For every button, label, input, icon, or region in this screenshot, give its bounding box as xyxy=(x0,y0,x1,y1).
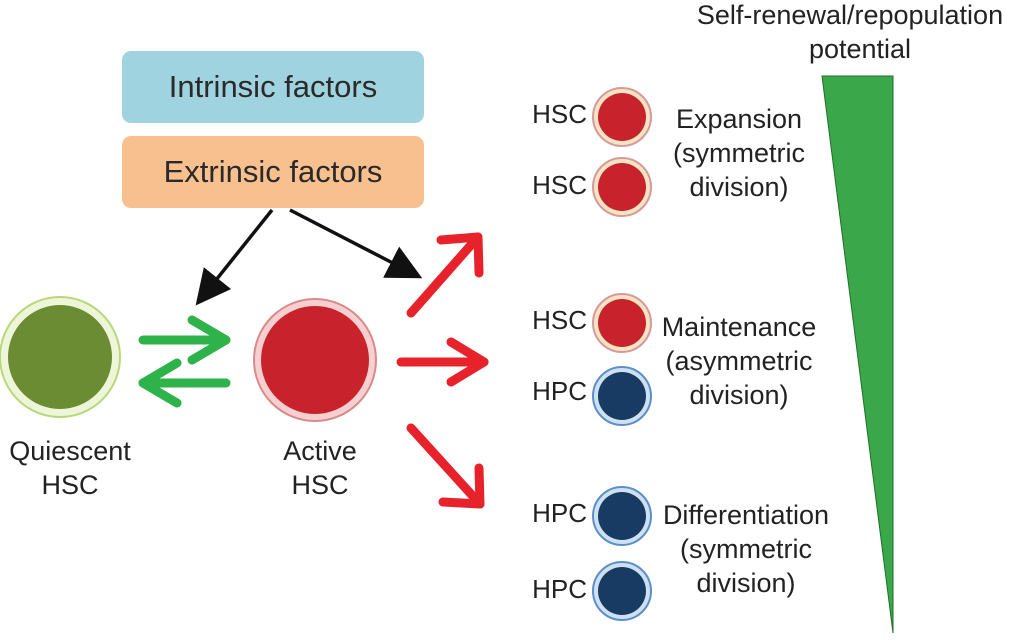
intrinsic-factors-box: Intrinsic factors xyxy=(122,51,424,123)
differentiation-arrow-icon xyxy=(406,423,485,509)
maintenance-cell-label-1: HSC xyxy=(532,305,587,335)
quiescent-label-line2: HSC xyxy=(41,470,99,500)
extrinsic-factors-box: Extrinsic factors xyxy=(122,136,424,208)
maintenance-text: Maintenance (asymmetric division) xyxy=(656,310,822,412)
active-hsc-label: Active HSC xyxy=(250,434,390,502)
expansion-line3: division) xyxy=(689,172,789,202)
expansion-cell-label-2: HSC xyxy=(532,170,587,200)
factor-arrow-right-icon xyxy=(289,208,423,279)
active-label-line1: Active xyxy=(283,436,357,466)
quiescence-arrow-icon xyxy=(138,358,231,408)
maintenance-title: Maintenance xyxy=(661,312,817,342)
potential-label: Self-renewal/repopulation potential xyxy=(680,0,1020,66)
expansion-line2: (symmetric xyxy=(673,138,805,168)
differentiation-line3: division) xyxy=(696,568,796,598)
maintenance-cell-label-2: HPC xyxy=(532,376,587,406)
expansion-text: Expansion (symmetric division) xyxy=(656,102,822,204)
active-label-line2: HSC xyxy=(291,470,349,500)
potential-wedge-icon xyxy=(821,75,894,634)
maintenance-arrow-icon xyxy=(396,337,489,387)
active-hsc-cell-icon xyxy=(253,298,377,422)
maintenance-hpc-cell-icon xyxy=(592,366,652,426)
differentiation-cell-label-2: HPC xyxy=(532,574,587,604)
maintenance-line2: (asymmetric xyxy=(665,346,813,376)
quiescent-hsc-cell-icon xyxy=(0,296,121,418)
differentiation-text: Differentiation (symmetric division) xyxy=(648,498,844,600)
potential-line1: Self-renewal/repopulation xyxy=(696,0,1004,30)
intrinsic-factors-label: Intrinsic factors xyxy=(168,69,378,104)
factor-arrow-left-icon xyxy=(195,208,274,306)
expansion-hsc-cell-2-icon xyxy=(592,157,652,217)
expansion-title: Expansion xyxy=(675,104,803,134)
quiescent-hsc-label: Quiescent HSC xyxy=(0,434,140,502)
activation-arrow-icon xyxy=(138,315,231,365)
expansion-cell-label-1: HSC xyxy=(532,99,587,129)
expansion-hsc-cell-1-icon xyxy=(592,87,652,147)
extrinsic-factors-label: Extrinsic factors xyxy=(163,154,383,189)
quiescent-label-line1: Quiescent xyxy=(9,436,131,466)
differentiation-cell-label-1: HPC xyxy=(532,498,587,528)
expansion-arrow-icon xyxy=(406,232,484,318)
maintenance-line3: division) xyxy=(689,380,789,410)
differentiation-line2: (symmetric xyxy=(680,534,812,564)
differentiation-hpc-cell-2-icon xyxy=(592,561,652,621)
differentiation-title: Differentiation xyxy=(662,500,830,530)
differentiation-hpc-cell-1-icon xyxy=(592,486,652,546)
maintenance-hsc-cell-icon xyxy=(592,293,652,353)
potential-line2: potential xyxy=(808,34,912,64)
